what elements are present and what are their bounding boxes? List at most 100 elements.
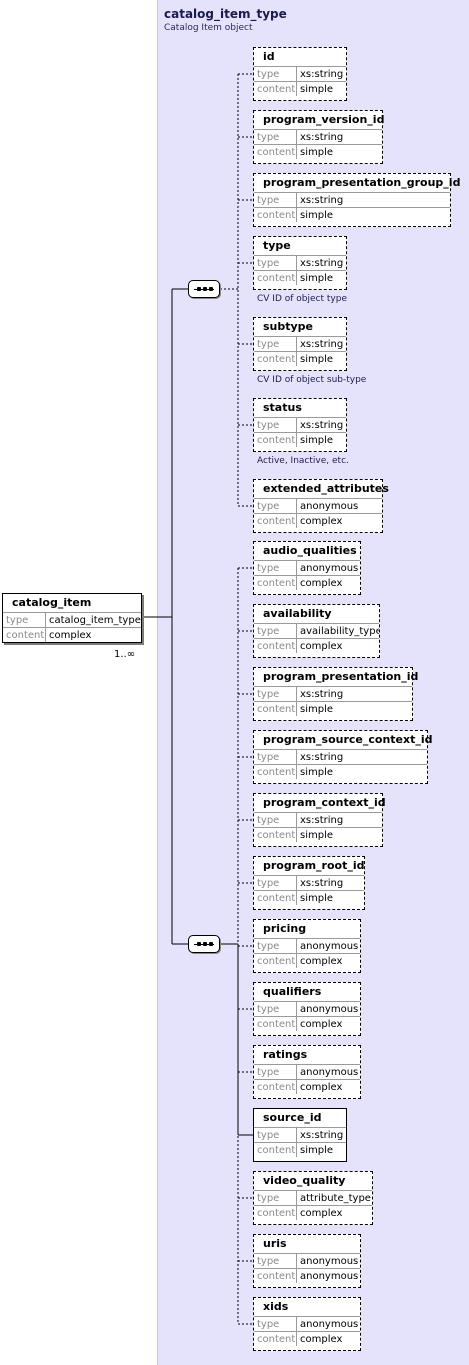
type-value: attribute_type [296, 1190, 372, 1206]
content-value: simple [296, 207, 450, 222]
type-key: type [254, 749, 297, 765]
element-doc: Active, Inactive, etc. [257, 456, 349, 466]
type-value: anonymous [296, 498, 382, 514]
content-value: complex [296, 575, 360, 590]
type-value: anonymous [296, 560, 360, 576]
content-value: simple [296, 764, 427, 779]
type-key: type [254, 1316, 297, 1332]
content-key: content [254, 1142, 297, 1157]
content-value: simple [296, 351, 346, 366]
type-value: xs:string [296, 129, 382, 145]
type-value: xs:string [296, 686, 412, 702]
content-key: content [254, 351, 297, 366]
type-value: anonymous [296, 1316, 360, 1332]
content-value: complex [296, 638, 379, 653]
element-name: video_quality [263, 1174, 346, 1187]
content-key: content [254, 1205, 297, 1220]
content-value: simple [296, 81, 346, 96]
element-name: program_root_id [263, 859, 365, 872]
element-name: subtype [263, 320, 314, 333]
content-key: content [254, 953, 297, 968]
content-key: content [254, 207, 297, 222]
content-key: content [254, 701, 297, 716]
element-doc: CV ID of object sub-type [257, 375, 367, 385]
element-name: program_context_id [263, 796, 386, 809]
element-name: availability [263, 607, 332, 620]
type-key: type [254, 1127, 297, 1143]
content-key: content [254, 1079, 297, 1094]
content-key: content [254, 1331, 297, 1346]
type-key: type [254, 66, 297, 82]
type-key: type [254, 336, 297, 352]
type-key: type [254, 1001, 297, 1017]
content-value: simple [296, 827, 382, 842]
sequence-compositor-2[interactable] [188, 935, 220, 953]
type-value: anonymous [296, 1253, 360, 1269]
element-name: qualifiers [263, 985, 322, 998]
type-key: type [254, 686, 297, 702]
content-key: content [254, 144, 297, 159]
element-name: program_source_context_id [263, 733, 433, 746]
content-key: content [254, 1268, 297, 1283]
type-key: type [254, 812, 297, 828]
sequence-compositor-1[interactable] [188, 280, 220, 298]
type-key: type [254, 417, 297, 433]
element-name: pricing [263, 922, 307, 935]
type-value: xs:string [296, 749, 427, 765]
type-key: type [254, 255, 297, 271]
content-value: complex [296, 513, 382, 528]
content-key: content [254, 513, 297, 528]
content-key: content [254, 270, 297, 285]
content-value: simple [296, 270, 346, 285]
type-value: xs:string [296, 255, 346, 271]
root-content-key: content [3, 627, 46, 642]
type-key: type [254, 875, 297, 891]
element-name: status [263, 401, 302, 414]
element-name: uris [263, 1237, 287, 1250]
type-doc: Catalog Item object [164, 23, 253, 33]
content-key: content [254, 764, 297, 779]
content-key: content [254, 827, 297, 842]
type-key: type [254, 192, 297, 208]
content-key: content [254, 81, 297, 96]
element-name: audio_qualities [263, 544, 357, 557]
element-name: ratings [263, 1048, 308, 1061]
content-value: complex [296, 1331, 360, 1346]
type-key: type [254, 129, 297, 145]
content-key: content [254, 638, 297, 653]
element-name: program_presentation_group_id [263, 176, 461, 189]
content-value: simple [296, 432, 346, 447]
content-value: simple [296, 890, 364, 905]
content-value: simple [296, 144, 382, 159]
type-value: anonymous [296, 938, 360, 954]
type-value: xs:string [296, 192, 450, 208]
root-type-key: type [3, 612, 46, 628]
root-element-catalog-item[interactable]: catalog_item type catalog_item_type cont… [2, 593, 142, 643]
content-key: content [254, 575, 297, 590]
content-value: simple [296, 1142, 346, 1157]
content-value: complex [296, 953, 360, 968]
type-value: xs:string [296, 66, 346, 82]
content-value: complex [296, 1079, 360, 1094]
